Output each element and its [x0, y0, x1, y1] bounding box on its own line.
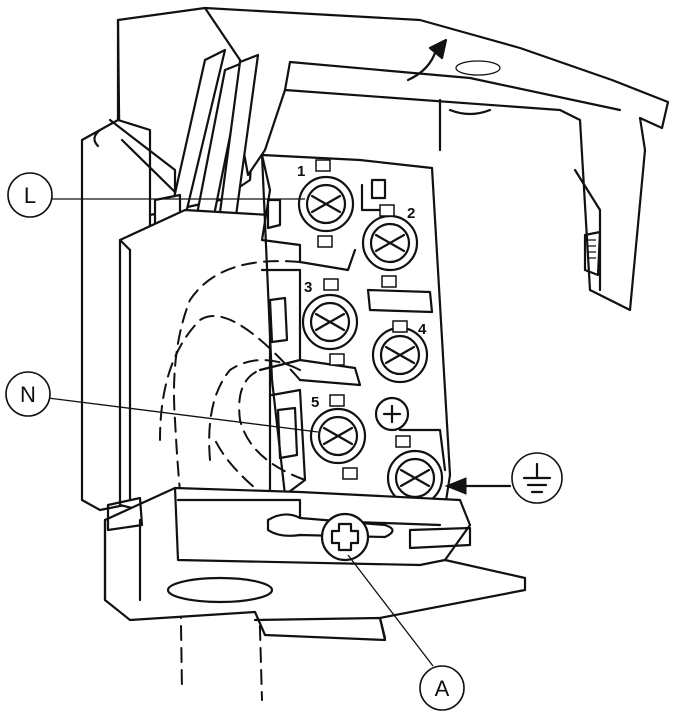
callout-label-live: L [24, 183, 36, 208]
callout-screw: A [347, 554, 465, 711]
callout-live: L [7, 172, 305, 218]
terminal-number: 1 [297, 163, 305, 180]
terminal-earth [386, 449, 444, 523]
terminal-5 [309, 394, 367, 480]
terminal-number: 2 [407, 205, 415, 222]
terminal-1 [297, 159, 355, 248]
terminal-number: 3 [304, 279, 312, 296]
terminal-screws [297, 159, 444, 523]
terminal-number: 5 [311, 394, 319, 411]
front-left-panel [118, 208, 272, 512]
callout-label-screw: A [435, 676, 450, 701]
phillips-screw-icon [320, 512, 370, 562]
terminal-numbers: 1 2 3 4 5 [297, 163, 427, 411]
callout-neutral: N [5, 371, 319, 433]
small-screw [374, 396, 410, 432]
callout-label-neutral: N [20, 382, 36, 407]
hinged-cover [203, 6, 670, 312]
terminal-4 [371, 320, 429, 448]
terminal-3 [301, 278, 359, 366]
terminal-2 [361, 204, 419, 288]
base-clamp [103, 486, 527, 642]
earth-ground-icon [511, 452, 563, 504]
curved-arrow-icon [406, 38, 448, 82]
terminal-number: 4 [418, 321, 427, 338]
earth-arrow [444, 477, 512, 495]
